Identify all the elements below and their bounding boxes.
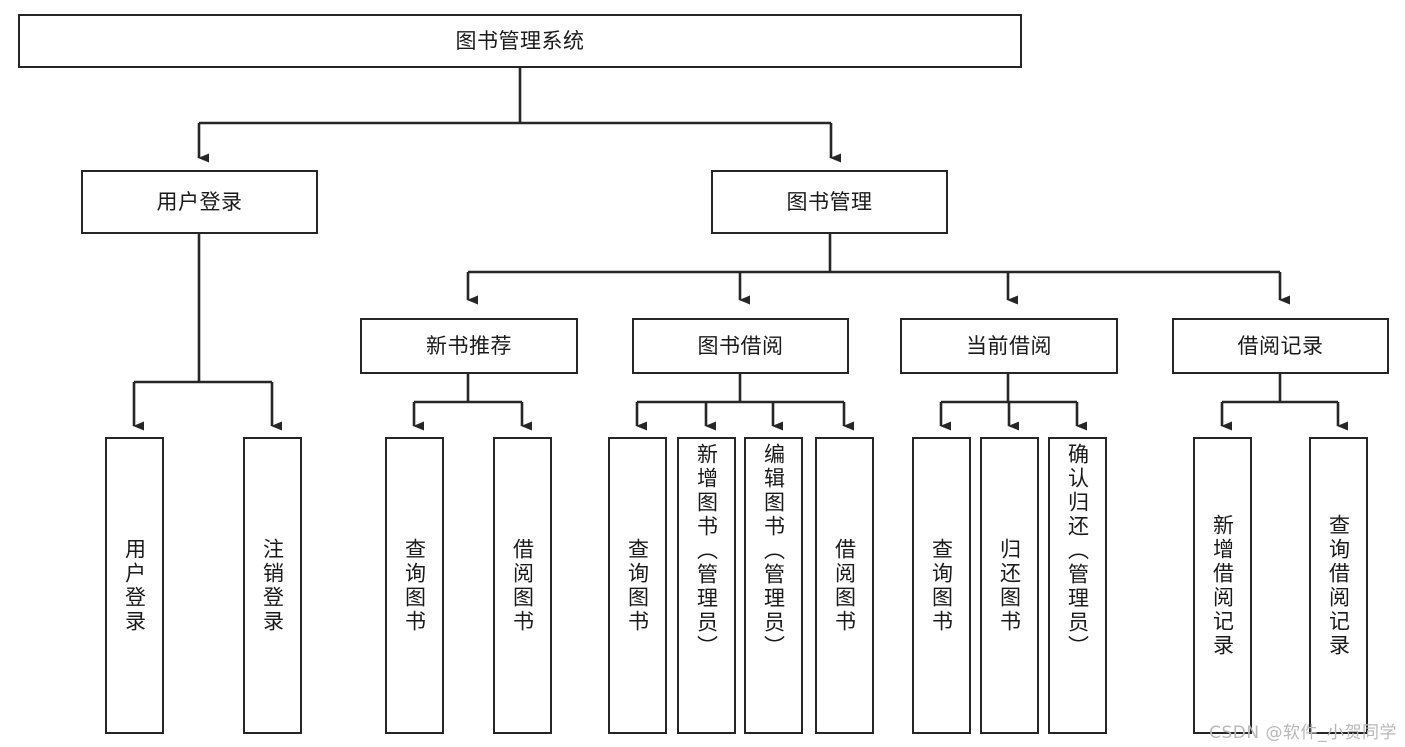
node-leaf-borrow-book-2[interactable]: 借阅图书 — [815, 437, 874, 734]
node-label: 图书借阅 — [697, 333, 784, 358]
node-leaf-query-borrow-record[interactable]: 查询借阅记录 — [1309, 437, 1368, 734]
node-label: 确认归还（管理员） — [1065, 443, 1090, 659]
node-leaf-query-book-3[interactable]: 查询图书 — [912, 437, 971, 734]
node-label: 查询图书 — [625, 537, 650, 634]
node-label: 借阅图书 — [832, 537, 857, 634]
node-label: 注销登录 — [260, 537, 285, 634]
node-label: 查询借阅记录 — [1326, 513, 1351, 658]
node-book-management[interactable]: 图书管理 — [711, 170, 948, 234]
node-book-borrow[interactable]: 图书借阅 — [632, 318, 849, 374]
node-leaf-user-login[interactable]: 用户登录 — [105, 437, 164, 734]
node-leaf-query-book-2[interactable]: 查询图书 — [608, 437, 667, 734]
node-leaf-add-borrow-record[interactable]: 新增借阅记录 — [1193, 437, 1252, 734]
node-label: 新增借阅记录 — [1210, 513, 1235, 658]
node-leaf-return-book[interactable]: 归还图书 — [980, 437, 1039, 734]
node-label: 用户登录 — [122, 537, 147, 634]
node-label: 编辑图书（管理员） — [761, 443, 786, 659]
node-leaf-borrow-book-1[interactable]: 借阅图书 — [493, 437, 552, 734]
node-current-borrow[interactable]: 当前借阅 — [900, 318, 1118, 374]
node-new-book-recommend[interactable]: 新书推荐 — [360, 318, 578, 374]
node-borrow-record[interactable]: 借阅记录 — [1172, 318, 1389, 374]
node-label: 用户登录 — [156, 189, 243, 214]
node-root-book-management-system[interactable]: 图书管理系统 — [18, 14, 1022, 68]
node-label: 图书管理系统 — [455, 28, 585, 53]
node-leaf-confirm-return-admin[interactable]: 确认归还（管理员） — [1048, 437, 1107, 734]
node-label: 新书推荐 — [426, 333, 512, 358]
node-label: 查询图书 — [402, 537, 427, 634]
node-label: 归还图书 — [997, 537, 1022, 634]
node-leaf-logout-login[interactable]: 注销登录 — [243, 437, 302, 734]
node-label: 当前借阅 — [966, 333, 1052, 358]
node-label: 查询图书 — [929, 537, 954, 634]
node-leaf-add-book-admin[interactable]: 新增图书（管理员） — [677, 437, 736, 734]
node-label: 借阅图书 — [510, 537, 535, 634]
node-leaf-query-book-1[interactable]: 查询图书 — [385, 437, 444, 734]
node-label: 借阅记录 — [1237, 333, 1324, 358]
node-label: 图书管理 — [786, 189, 873, 214]
node-label: 新增图书（管理员） — [694, 443, 719, 659]
node-leaf-edit-book-admin[interactable]: 编辑图书（管理员） — [744, 437, 803, 734]
node-user-login[interactable]: 用户登录 — [81, 170, 318, 234]
